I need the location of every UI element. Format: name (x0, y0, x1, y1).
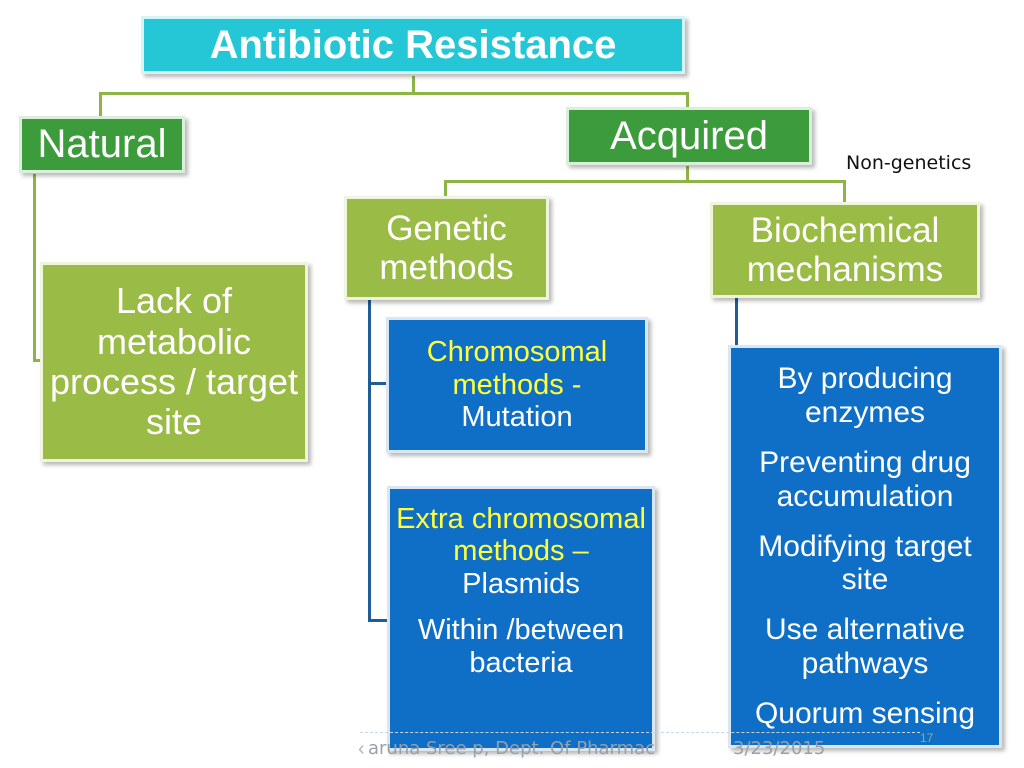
extra-chromosomal-subtitle: Plasmids (462, 567, 580, 600)
footer-divider (360, 732, 920, 733)
chromosomal-subtitle: Mutation (461, 401, 573, 434)
connector-to-extra (368, 619, 387, 622)
connector-natural-down (33, 174, 36, 362)
connector-top-horizontal (99, 92, 689, 95)
natural-description-node: Lack of metabolic process / target site (40, 262, 308, 462)
extra-chromosomal-title: Extra chromosomal methods – (396, 503, 646, 568)
extra-chromosomal-node: Extra chromosomal methods – Plasmids Wit… (387, 486, 655, 751)
connector-title-down (412, 76, 415, 94)
mechanism-item: Preventing drug accumulation (759, 445, 971, 513)
chromosomal-methods-node: Chromosomal methods - Mutation (386, 317, 648, 453)
chromosomal-title: Chromosomal methods - (426, 336, 608, 401)
diagram-title: Antibiotic Resistance (141, 16, 685, 74)
footer-date: 3/23/2015 (733, 738, 826, 759)
mechanism-item: Quorum sensing (754, 697, 976, 731)
page-number: 17 (920, 731, 934, 745)
connector-biochem-down (735, 298, 738, 346)
mechanisms-list-node: By producing enzymes Preventing drug acc… (728, 345, 1002, 748)
mechanism-item: Modifying target site (758, 529, 972, 597)
biochemical-mechanisms-node: Biochemical mechanisms (710, 202, 980, 298)
genetic-methods-node: Genetic methods (344, 196, 549, 300)
footer-author: aruna Sree p, Dept. Of Pharmac (368, 738, 656, 759)
previous-slide-icon[interactable]: ‹ (358, 738, 365, 760)
connector-acquired-down (686, 166, 689, 182)
non-genetics-note: Non-genetics (846, 152, 972, 174)
natural-node: Natural (19, 116, 185, 173)
connector-to-genetic (444, 180, 447, 197)
connector-to-acquired (686, 92, 689, 107)
connector-to-natural (99, 92, 102, 116)
connector-to-lack (33, 359, 41, 362)
mechanism-item: Use alternative pathways (764, 613, 966, 681)
connector-genetic-down (368, 300, 371, 622)
mechanism-item: By producing enzymes (777, 362, 953, 429)
extra-chromosomal-detail: Within /between bacteria (417, 614, 625, 679)
connector-to-biochemical (843, 180, 846, 203)
connector-acquired-horizontal (444, 180, 846, 183)
connector-to-chromosomal (368, 382, 386, 385)
acquired-node: Acquired (566, 107, 812, 165)
